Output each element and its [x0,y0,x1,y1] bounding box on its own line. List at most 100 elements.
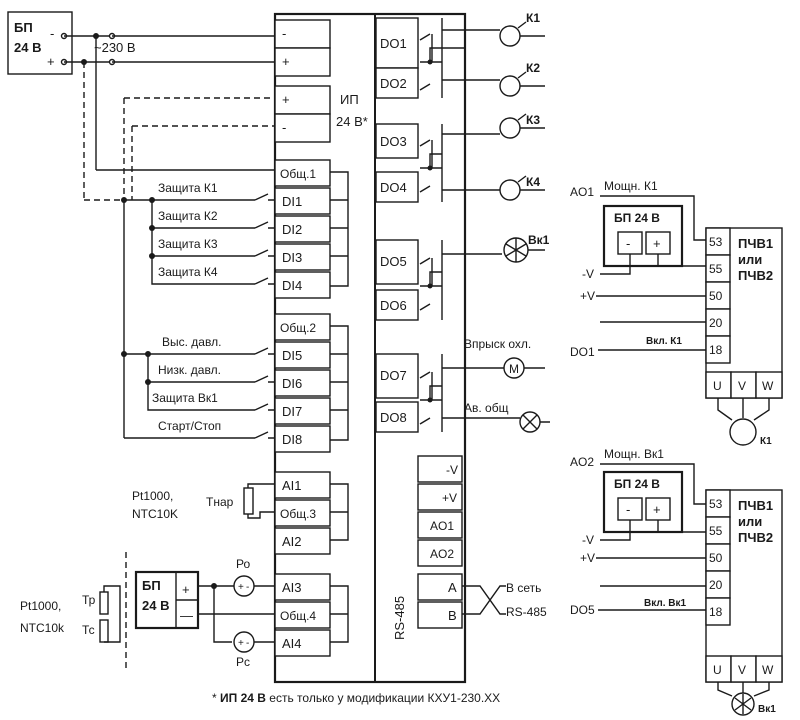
vfd2-pin-53: 53 [709,497,723,511]
digital-outputs: DO1 DO2 DO3 DO4 DO5 DO6 DO7 DO8 [375,17,443,433]
vfd1-phase-u: U [713,379,722,393]
load-k1: К1 [526,11,540,25]
ao-plus-v: +V [442,491,457,505]
do-3: DO3 [380,134,407,149]
vfd2-power-label: Мощн. Вк1 [604,447,664,461]
vfd2-psu-plus: + [653,502,661,517]
vfd2-minus-v: -V [582,533,594,547]
ip-label-2: 24 В* [336,114,368,129]
vfd1-psu-minus: - [626,236,630,251]
vfd2-title-2: или [738,514,762,529]
ai-4: AI4 [282,636,302,651]
main-power-supply: БП 24 В - + [7,11,73,75]
term-ip-plus: + [282,92,290,107]
ao-1: AO1 [430,519,454,533]
footnote-rest: есть только у модификации КХУ1-230.ХХ [266,691,500,705]
vfd1-ao: AO1 [570,185,594,199]
sig-protect-k4: Защита К4 [158,265,218,279]
sig-high-pressure: Выс. давл. [162,335,221,349]
svg-text:-: - [246,638,249,649]
ai-2: AI2 [282,534,302,549]
svg-text:+: + [238,638,244,649]
vfd2-do: DO5 [570,603,595,617]
vfd1-do: DO1 [570,345,595,359]
load-k2: К2 [526,61,540,75]
vfd2-psu-minus: - [626,502,630,517]
rs485-port: RS-485 A B В сеть RS-485 [392,573,547,640]
ip-label-1: ИП [340,92,359,107]
di-6: DI6 [282,376,302,391]
load-k3: К3 [526,113,540,127]
di-4: DI4 [282,278,302,293]
vfd2-pin-55: 55 [709,524,723,538]
vfd2-pin-20: 20 [709,578,723,592]
vfd2-psu-label: БП 24 В [614,477,660,491]
vfd1-enable: Вкл. К1 [646,336,682,347]
vfd1-title-3: ПЧВ2 [738,268,773,283]
di-5: DI5 [282,348,302,363]
sensor-type-3: Pt1000, [20,599,61,613]
vfd1-pin-50: 50 [709,289,723,303]
vfd2-phase-w: W [762,663,774,677]
rs485-label: RS-485 [392,596,407,640]
vfd1-pin-53: 53 [709,235,723,249]
resistor-tnar [243,487,254,515]
do-loads: К1 К2 К3 К4 Вк1 Впрыск охл. М Ав. общ [442,11,550,433]
di-2: DI2 [282,222,302,237]
vfd1-phase-v: V [738,379,746,393]
vfd1-power-label: Мощн. К1 [604,179,658,193]
rs485-net-1: В сеть [506,581,541,595]
di-8: DI8 [282,432,302,447]
di-common2: Общ.2 [280,321,316,335]
relay-k1-icon [499,25,521,47]
psu-label-2: 24 В [14,40,41,55]
vfd1-motor-icon [729,418,757,446]
sensor-type-1: Pt1000, [132,489,173,503]
ai-common4: Общ.4 [280,609,316,623]
psu-label-1: БП [14,20,33,35]
vfd2-pin-50: 50 [709,551,723,565]
sensor-type-2: NTC10K [132,507,178,521]
power-terminals: - + + - ИП 24 В* [274,19,368,143]
vfd1-pin-20: 20 [709,316,723,330]
rs485-net-2: RS-485 [506,605,547,619]
load-inject: Впрыск охл. [464,337,531,351]
psu-plus: + [47,54,55,69]
vfd2-title-1: ПЧВ1 [738,498,773,513]
ao-2: AO2 [430,547,454,561]
term-ip-minus: - [282,120,286,135]
sensor-tc: Тс [82,623,95,637]
vfd2-enable: Вкл. Вк1 [644,598,686,609]
vfd2-title-3: ПЧВ2 [738,530,773,545]
term-plus: + [282,54,290,69]
sig-protect-vk1: Защита Вк1 [152,391,218,405]
sensor-psu-label-2: 24 В [142,598,169,613]
vfd1-pin-18: 18 [709,343,723,357]
vfd1-plus-v: +V [580,289,595,303]
ai-common3: Общ.3 [280,507,316,521]
motor-label: М [509,362,519,376]
di-1: DI1 [282,194,302,209]
sensor-po: Ро [236,557,250,571]
vfd1-phase-w: W [762,379,774,393]
ao-minus-v: -V [446,463,458,477]
sensor-pc: Рс [236,655,250,669]
di-signal-wiring: Защита К1 Защита К2 Защита К3 Защита К4 … [121,181,275,439]
relay-k2-icon [499,75,521,97]
di-common1: Общ.1 [280,167,316,181]
mains-voltage: ~230 В [94,40,136,55]
footnote-bold: ИП 24 В [220,691,266,705]
svg-text:-: - [246,582,249,593]
sig-start-stop: Старт/Стоп [158,419,221,433]
sig-protect-k3: Защита К3 [158,237,218,251]
vfd1-minus-v: -V [582,267,594,281]
footnote: * ИП 24 В есть только у модификации КХУ1… [212,691,500,705]
vfd2-phase-u: U [713,663,722,677]
load-alarm: Ав. общ [464,401,509,415]
do-7: DO7 [380,368,407,383]
psu-minus: - [50,26,54,41]
footnote-star: * [212,691,220,705]
vfd1-motor: К1 [760,436,772,447]
sensor-po-icon [233,575,255,597]
